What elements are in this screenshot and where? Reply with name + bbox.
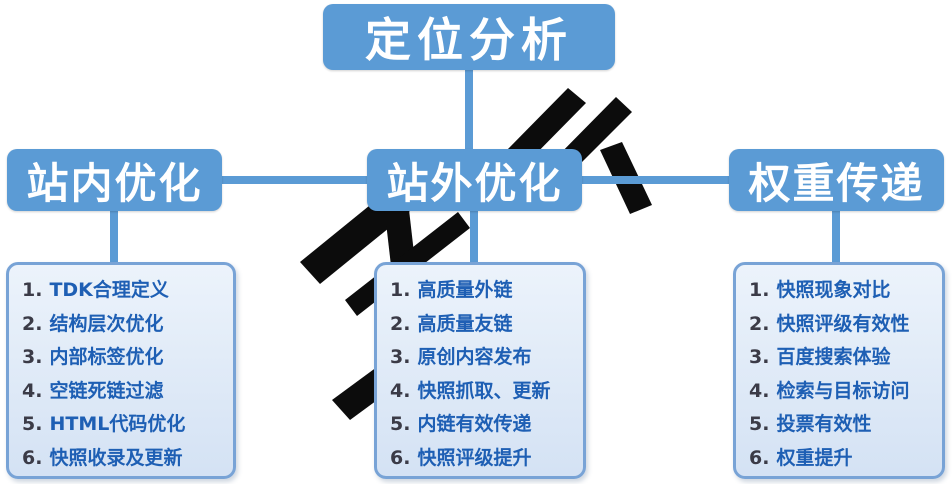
connector-root-to-center [465, 66, 473, 152]
item-number: 2. [22, 312, 43, 335]
list-item: 6. 快照收录及更新 [22, 442, 229, 476]
branch-label: 权重传递 [748, 158, 925, 208]
item-number: 1. [22, 279, 43, 301]
item-number: 6. [749, 446, 770, 469]
list-item: 2. 高质量友链 [390, 308, 579, 342]
item-number: 3. [390, 346, 411, 368]
item-text: 权重提升 [776, 446, 853, 469]
branch-node-offsite: 站外优化 [367, 149, 582, 211]
list-item: 6. 快照评级提升 [390, 442, 579, 476]
list-item: 5. 投票有效性 [749, 408, 938, 442]
list-item: 5. 内链有效传递 [390, 408, 579, 442]
item-text: 快照抓取、更新 [417, 379, 551, 402]
list-box-offsite: 1. 高质量外链 2. 高质量友链 3. 原创内容发布 4. 快照抓取、更新 5. 内链有效传递 6… [374, 262, 586, 479]
item-list: 1. TDK合理定义 2. 结构层次优化 3. 内部标签优化 4. 空链死链过滤 5. HTML代… [22, 274, 229, 475]
item-number: 5. [390, 413, 411, 435]
item-text: 检索与目标访问 [776, 379, 910, 402]
item-text: 高质量外链 [417, 279, 513, 301]
item-list: 1. 高质量外链 2. 高质量友链 3. 原创内容发布 4. 快照抓取、更新 5. 内链有效传递 6… [390, 274, 579, 475]
root-node: 定位分析 [323, 4, 615, 70]
connector-branch-left [110, 209, 118, 265]
list-item: 6. 权重提升 [749, 442, 938, 476]
item-text: 高质量友链 [417, 312, 513, 335]
item-text: 快照评级有效性 [776, 312, 910, 335]
item-number: 2. [749, 312, 770, 335]
list-box-onsite: 1. TDK合理定义 2. 结构层次优化 3. 内部标签优化 4. 空链死链过滤 5. HTML代… [6, 262, 236, 479]
item-number: 3. [749, 346, 770, 368]
branch-label: 站内优化 [26, 158, 203, 208]
item-number: 2. [390, 312, 411, 335]
list-item: 4. 快照抓取、更新 [390, 375, 579, 409]
item-text: 内部标签优化 [49, 346, 164, 368]
item-text: TDK合理定义 [49, 279, 169, 301]
list-item: 3. 百度搜索体验 [749, 341, 938, 375]
list-item: 2. 结构层次优化 [22, 308, 229, 342]
item-number: 5. [22, 413, 43, 435]
list-item: 3. 原创内容发布 [390, 341, 579, 375]
list-item: 4. 空链死链过滤 [22, 375, 229, 409]
item-text: 快照收录及更新 [49, 446, 183, 469]
list-box-weight: 1. 快照现象对比 2. 快照评级有效性 3. 百度搜索体验 4. 检索与目标访问 5. 投票有效… [733, 262, 945, 479]
branch-label: 站外优化 [386, 158, 563, 208]
item-number: 4. [22, 379, 43, 402]
list-item: 1. 快照现象对比 [749, 274, 938, 308]
item-text: 百度搜索体验 [776, 346, 891, 368]
list-item: 2. 快照评级有效性 [749, 308, 938, 342]
item-text: 快照评级提升 [417, 446, 532, 469]
item-text: 投票有效性 [776, 413, 872, 435]
item-text: 快照现象对比 [776, 279, 891, 301]
item-text: 空链死链过滤 [49, 379, 164, 402]
list-item: 1. TDK合理定义 [22, 274, 229, 308]
root-label: 定位分析 [365, 13, 573, 67]
branch-node-weight: 权重传递 [729, 149, 944, 211]
item-number: 6. [22, 446, 43, 469]
item-number: 3. [22, 346, 43, 368]
connector-branch-right [832, 209, 840, 265]
item-number: 1. [390, 279, 411, 301]
item-number: 4. [749, 379, 770, 402]
item-number: 6. [390, 446, 411, 469]
item-text: 内链有效传递 [417, 413, 532, 435]
item-list: 1. 快照现象对比 2. 快照评级有效性 3. 百度搜索体验 4. 检索与目标访问 5. 投票有效… [749, 274, 938, 475]
list-item: 1. 高质量外链 [390, 274, 579, 308]
item-text: 结构层次优化 [49, 312, 164, 335]
list-item: 3. 内部标签优化 [22, 341, 229, 375]
branch-node-onsite: 站内优化 [7, 149, 222, 211]
item-number: 5. [749, 413, 770, 435]
item-text: HTML代码优化 [49, 413, 186, 435]
connector-branch-middle [470, 209, 478, 265]
item-number: 1. [749, 279, 770, 301]
list-item: 4. 检索与目标访问 [749, 375, 938, 409]
list-item: 5. HTML代码优化 [22, 408, 229, 442]
item-number: 4. [390, 379, 411, 402]
item-text: 原创内容发布 [417, 346, 532, 368]
